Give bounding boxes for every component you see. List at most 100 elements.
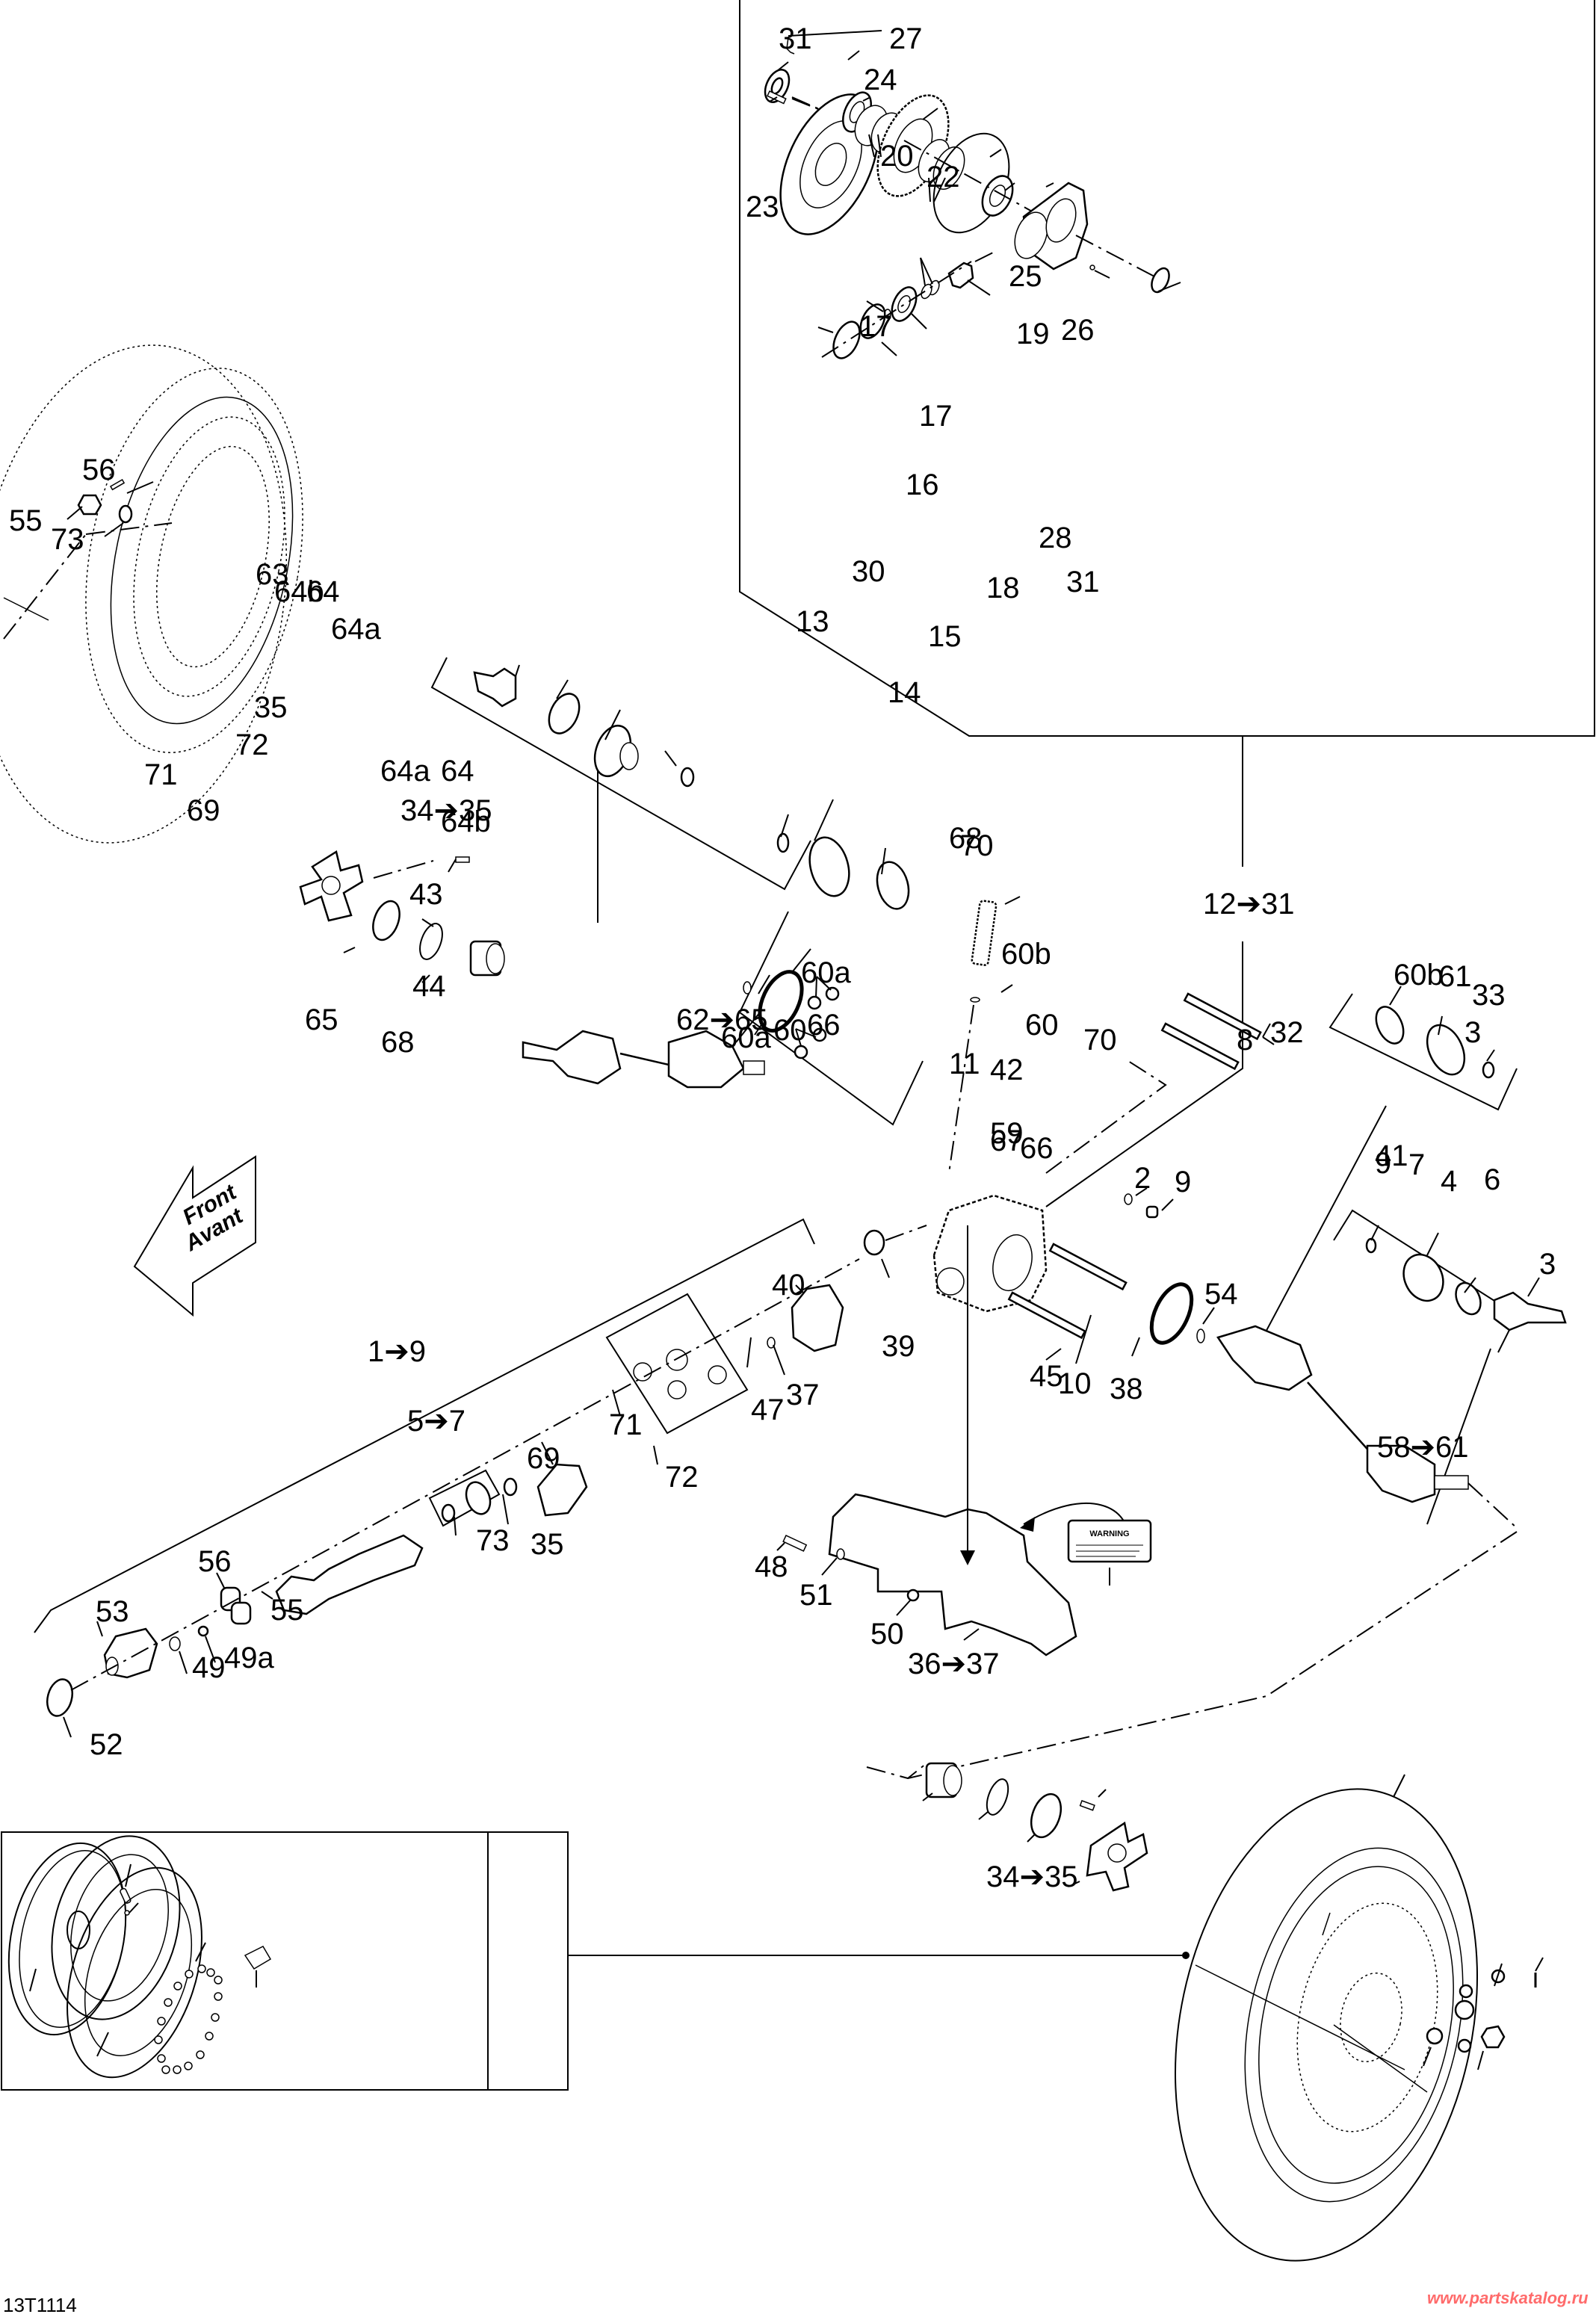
rear-differential-housing	[932, 1194, 1048, 1313]
callout: 60	[773, 1014, 807, 1047]
callout: 25	[1009, 260, 1042, 293]
callout: 64	[441, 755, 474, 788]
bearing-15	[891, 286, 918, 322]
bearing-19	[981, 175, 1014, 217]
callout: 65	[305, 1003, 338, 1036]
callout: 64b	[441, 805, 491, 838]
differential-inset	[739, 0, 1595, 1207]
oil-seal-71b	[1030, 1792, 1063, 1839]
driveshaft-tube	[275, 1534, 424, 1615]
callout: 41	[1375, 1139, 1408, 1172]
callout: 73	[51, 523, 84, 556]
seal-7	[503, 1477, 518, 1497]
callout: 51	[799, 1579, 833, 1612]
callout: 60	[1025, 1009, 1059, 1042]
nut-53	[1459, 1984, 1473, 1999]
callout: 13	[796, 605, 829, 638]
callout: 68	[381, 1026, 415, 1059]
axis-line	[1333, 2024, 1428, 2093]
nut-68	[807, 995, 822, 1010]
callout: 69	[187, 794, 220, 827]
wheel-hub-34b	[1086, 1821, 1148, 1892]
washer-54	[169, 1636, 181, 1651]
callout: 70	[1083, 1024, 1117, 1057]
washer-40	[836, 1548, 845, 1560]
wheel-nut-55	[77, 494, 102, 516]
wheel-rim-inset	[1, 1831, 1190, 2091]
u-joint-kit-3	[605, 1293, 749, 1435]
callout: 68	[949, 822, 983, 855]
left-wheel-assembly	[0, 344, 303, 844]
callout: 60b	[1394, 959, 1444, 992]
circlip-72	[419, 923, 443, 960]
callout: 69	[527, 1442, 560, 1475]
bolt-66	[1048, 1243, 1128, 1291]
seal-6	[441, 1503, 456, 1523]
cv-joint-63	[473, 667, 517, 708]
callout: 55	[270, 1594, 304, 1627]
group-label-right-axle: 58➔61	[1377, 1431, 1469, 1464]
callout: 31	[1066, 566, 1100, 598]
callout: 31	[779, 22, 812, 55]
callout: 26	[1061, 314, 1095, 347]
callout: 64a	[380, 755, 430, 788]
oil-seal-71	[372, 900, 400, 941]
axis-line	[885, 1225, 927, 1241]
clamp-60a	[1482, 1061, 1495, 1079]
u-joint-cross-3	[220, 1586, 252, 1625]
grease-fitting-45	[197, 1625, 209, 1637]
valve-cap-49a	[124, 1910, 130, 1916]
callout: 28	[1039, 522, 1072, 554]
group-bracket	[34, 1218, 815, 1633]
group-label-drive-shaft: 1➔9	[368, 1335, 426, 1368]
wheel-hub-34	[299, 850, 434, 922]
callout: 72	[665, 1461, 699, 1494]
boot-64	[808, 836, 850, 897]
axis-line	[1467, 1482, 1518, 1529]
nut-39	[906, 1589, 920, 1602]
bolt-66	[1183, 992, 1262, 1041]
callout: 53	[96, 1595, 129, 1628]
callout: 49a	[224, 1642, 274, 1674]
boot-60	[1402, 1253, 1444, 1302]
callout: 16	[906, 468, 939, 501]
bolts-52	[154, 1964, 223, 2074]
callout: 17	[919, 400, 953, 433]
valve-stem-49	[120, 1887, 132, 1904]
callout: 19	[1016, 318, 1050, 350]
axis-line	[866, 1763, 927, 1780]
group-bracket	[1329, 993, 1518, 1111]
callout: 64b	[274, 575, 324, 608]
vent-fitting-27	[786, 37, 795, 55]
callout: 45	[1030, 1360, 1063, 1393]
clamp-64b	[876, 861, 910, 910]
callout: 22	[927, 161, 960, 194]
oil-seal-70	[1149, 1282, 1194, 1345]
cotter-pin-56	[109, 478, 126, 491]
right-axle-58-61	[1216, 1325, 1469, 1503]
pinion-18	[947, 250, 998, 289]
callout: 72	[235, 729, 269, 761]
front-arrow: Front Avant	[133, 1155, 256, 1317]
oil-seal-13	[832, 321, 861, 359]
callout: 67	[990, 1125, 1024, 1157]
group-label-left-axle: 62➔65	[676, 1003, 768, 1036]
callout: 40	[772, 1269, 805, 1302]
callout: 27	[889, 22, 923, 55]
group-label-hub-upper: 34➔35	[400, 794, 492, 827]
callout: 11	[949, 1048, 980, 1080]
clamp-64a	[680, 767, 695, 788]
leader-lines	[29, 30, 1544, 2070]
callout: 3	[1539, 1248, 1556, 1281]
nut-68	[812, 1027, 827, 1042]
callout: 30	[852, 555, 885, 588]
callout: 4	[1441, 1165, 1457, 1198]
oil-seal-70	[758, 970, 804, 1033]
callout: 15	[928, 620, 962, 653]
callout: 43	[409, 878, 443, 911]
washer-73	[118, 504, 133, 524]
callout: 60b	[1001, 938, 1051, 971]
yoke-4	[536, 1463, 588, 1517]
plug-32	[1145, 1205, 1159, 1219]
clamp-44	[970, 997, 980, 1003]
